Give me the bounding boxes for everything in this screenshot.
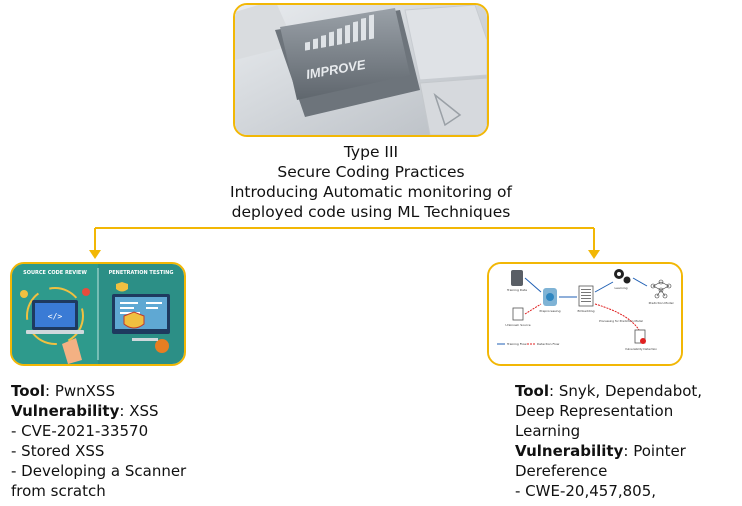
- training-data-icon: [511, 270, 523, 286]
- left-arrowhead: [89, 250, 101, 259]
- gear-icon: [155, 339, 169, 353]
- type-iii-title: Type III Secure Coding Practices Introdu…: [150, 142, 592, 222]
- embedding-label: Embedding: [577, 309, 594, 313]
- right-vuln-value-1: : Pointer: [623, 442, 686, 460]
- right-item-1: - CWE-20,457,805,: [515, 482, 657, 500]
- prediction-model-label: Prediction Model: [649, 301, 674, 305]
- title-line-2: Secure Coding Practices: [277, 163, 465, 181]
- left-item-3b: from scratch: [11, 482, 106, 500]
- left-tool-description: Tool: PwnXSS Vulnerability: XSS - CVE-20…: [11, 381, 186, 501]
- left-item-2: - Stored XSS: [11, 442, 105, 460]
- prediction-model-icon: [650, 279, 672, 299]
- title-line-4: deployed code using ML Techniques: [231, 203, 511, 221]
- right-vuln-value-2: Dereference: [515, 462, 608, 480]
- title-line-3: Introducing Automatic monitoring of: [230, 183, 512, 201]
- right-tool-label: Tool: [515, 382, 549, 400]
- right-tool-line: Tool: Snyk, Dependabot,: [515, 381, 702, 401]
- vulnerability-detection-label: Vulnerability Detection: [625, 347, 657, 351]
- left-vuln-value: : XSS: [119, 402, 159, 420]
- vulnerability-report-icon: [634, 329, 646, 344]
- left-item-3a: - Developing a Scanner: [11, 462, 187, 480]
- detection-flow-legend: Detection Flow: [537, 342, 560, 346]
- improve-key-image: IMPROVE: [233, 3, 489, 137]
- right-arrowhead: [588, 250, 600, 259]
- left-vuln-line: Vulnerability: XSS: [11, 401, 186, 421]
- training-flow-legend: Training Flow: [506, 342, 527, 346]
- code-review-pentest-image: SOURCE CODE REVIEW PENETRATION TESTING <…: [10, 262, 186, 366]
- processing-label: Processing for Prediction Model: [599, 319, 643, 323]
- learning-label: Learning: [614, 286, 627, 290]
- unknown-source-icon: [512, 307, 524, 321]
- detection-flow-path: [594, 303, 640, 331]
- small-shield-icon: [116, 282, 128, 292]
- left-tool-label: Tool: [11, 382, 45, 400]
- ml-pipeline-diagram: Training Data Unknown Source Preprocessi…: [489, 264, 681, 364]
- left-tool-line: Tool: PwnXSS: [11, 381, 186, 401]
- unknown-source-label: Unknown Source: [505, 323, 530, 327]
- code-tag-icon: </>: [48, 312, 63, 321]
- training-data-label: Training Data: [506, 288, 527, 292]
- left-tool-value: : PwnXSS: [45, 382, 115, 400]
- right-tool-value-2: Deep Representation: [515, 402, 674, 420]
- hand-icon: [62, 338, 82, 364]
- right-vuln-line: Vulnerability: Pointer: [515, 441, 702, 461]
- code-review-illustration: SOURCE CODE REVIEW PENETRATION TESTING <…: [12, 264, 184, 364]
- ml-pipeline-image: Training Data Unknown Source Preprocessi…: [487, 262, 683, 366]
- shield-icon: [123, 311, 145, 329]
- left-vuln-label: Vulnerability: [11, 402, 120, 420]
- left-item-1: - CVE-2021-33570: [11, 422, 149, 440]
- keyboard-illustration: IMPROVE: [235, 5, 487, 135]
- right-tool-value-1: : Snyk, Dependabot,: [549, 382, 703, 400]
- penetration-testing-label: PENETRATION TESTING: [109, 270, 174, 276]
- source-code-review-label: SOURCE CODE REVIEW: [23, 270, 87, 276]
- title-line-1: Type III: [343, 143, 399, 161]
- right-tool-description: Tool: Snyk, Dependabot, Deep Representat…: [515, 381, 702, 501]
- right-tool-value-3: Learning: [515, 422, 581, 440]
- bar-chart-icon: [305, 14, 374, 51]
- preprocessing-label: Preprocessing: [540, 309, 561, 313]
- right-vuln-label: Vulnerability: [515, 442, 624, 460]
